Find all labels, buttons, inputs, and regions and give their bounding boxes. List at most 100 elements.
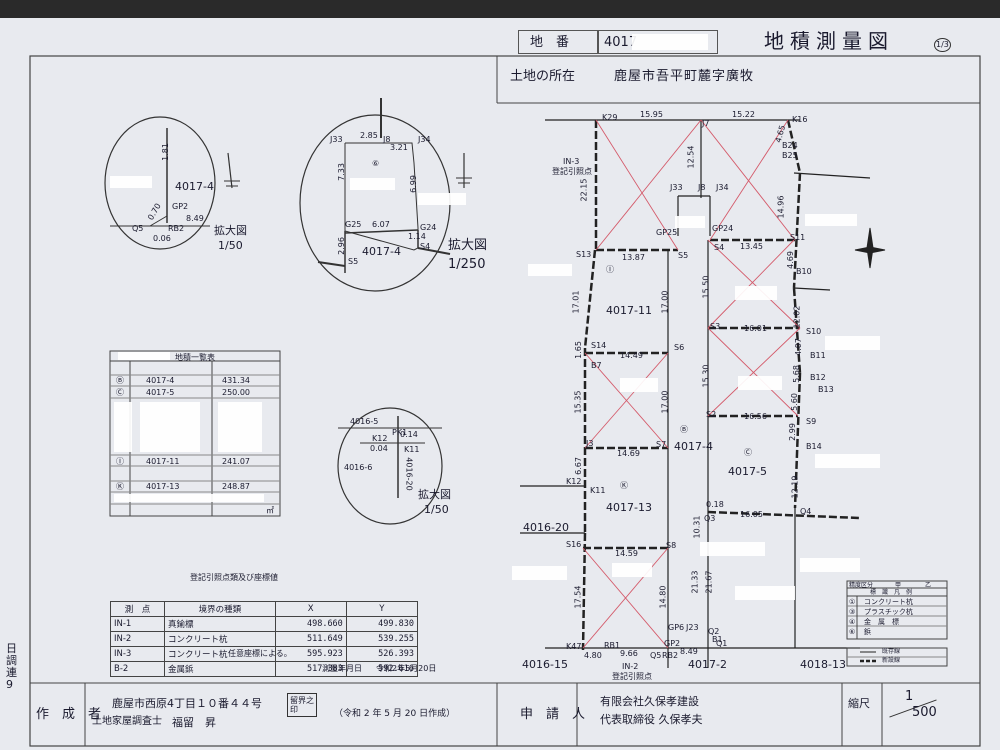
neighbor-lot: 4018-13 — [800, 658, 846, 671]
detail-c-lot: 4016-20 — [404, 457, 414, 491]
redaction — [700, 542, 765, 556]
detail-b-dim: 1.14 — [408, 232, 426, 241]
circle-mark: ⑥ — [372, 159, 380, 168]
author-label: 作 成 者 — [36, 707, 102, 722]
point-label: J8 — [698, 183, 706, 192]
dim-label: 17.00 — [660, 290, 670, 314]
detail-c-lot: 4016-5 — [350, 417, 379, 426]
legend-symbol: ⑥ — [849, 628, 856, 636]
detail-c-dim: 0.14 — [400, 430, 418, 439]
point-label: B24 — [782, 141, 798, 150]
legend-title: 標 識 凡 例 — [870, 589, 913, 596]
coord-type: 真鍮標 — [164, 616, 276, 632]
author-profession: 土地家屋調査士 — [92, 716, 162, 727]
area-lot: 4017-4 — [146, 376, 175, 385]
scale-numerator: 1 — [905, 689, 914, 704]
dim-label: 17.54 — [573, 585, 583, 609]
dim-label: 2.99 — [787, 423, 797, 441]
lot-label: 地 番 — [530, 35, 570, 50]
ref-point-label: 登記引照点 — [552, 167, 592, 176]
dim-label: 14.80 — [658, 585, 668, 609]
redaction — [118, 352, 170, 360]
dim-label: 12.54 — [686, 145, 696, 169]
legend-symbol: ③ — [849, 608, 856, 616]
redaction — [114, 402, 132, 452]
legend-label: 金 属 標 — [864, 618, 899, 626]
coord-point: B-2 — [109, 661, 166, 677]
point-label: S3 — [710, 322, 721, 331]
ref-point-label: 登記引照点 — [612, 672, 652, 681]
coord-header: 境界の種類 — [164, 601, 276, 617]
dim-label: 9.66 — [620, 649, 638, 658]
legend-symbol: ④ — [849, 618, 856, 626]
redaction — [512, 566, 567, 580]
table-row: IN-1 真鍮標 498.660 499.830 — [109, 616, 419, 632]
coord-point: IN-2 — [109, 631, 166, 647]
redaction — [110, 176, 152, 188]
lot-value-cell — [598, 30, 718, 54]
point-label: K11 — [404, 445, 420, 454]
point-label: K12 — [372, 434, 388, 443]
redaction — [218, 402, 262, 452]
lot-label: 4017-13 — [606, 501, 652, 514]
detail-a-dim: 8.49 — [186, 214, 204, 223]
coord-y: 539.255 — [345, 631, 419, 647]
legend-label: 鋲 — [864, 628, 871, 636]
table-row: IN-2 コンクリート杭 511.649 539.255 — [109, 631, 419, 647]
dim-label: 15.50 — [701, 275, 711, 299]
area-lot: 4017-5 — [146, 388, 175, 397]
redaction — [738, 376, 782, 390]
dim-label: 14.59 — [615, 549, 638, 558]
author-address: 鹿屋市西原4丁目１０番４４号 — [112, 697, 262, 710]
coord-x: 498.660 — [274, 616, 347, 632]
detail-a-scale: 1/50 — [218, 239, 243, 252]
lot-id: Ⓘ — [606, 265, 614, 274]
dim-label: 16.01 — [744, 324, 767, 333]
point-label: GP25 — [656, 228, 678, 237]
coord-y: 592.616 — [345, 661, 419, 677]
survey-drawing — [29, 55, 981, 747]
point-label: S8 — [666, 541, 677, 550]
point-label: B10 — [796, 267, 812, 276]
legend-header: 甲 — [895, 582, 902, 589]
redaction — [114, 494, 264, 502]
point-label: B12 — [810, 373, 826, 382]
dim-label: 15.22 — [732, 110, 755, 119]
dim-label: 15.35 — [573, 390, 583, 414]
ref-point: IN-2 — [622, 662, 639, 671]
scale-denominator: 500 — [912, 705, 937, 720]
detail-c-scale-label: 拡大図 — [418, 488, 451, 501]
legend-header: 精度区分 — [849, 582, 874, 589]
author-name: 福留 昇 — [172, 716, 216, 729]
point-label: S9 — [806, 417, 817, 426]
point-label: S5 — [348, 257, 359, 266]
coord-table-title: 登記引照点類及び座標値 — [190, 573, 278, 582]
coord-y: 499.830 — [345, 616, 419, 632]
point-label: Q2 — [708, 627, 720, 636]
dim-label: 12.19 — [790, 475, 800, 499]
coord-type: 金属鋲 — [164, 661, 276, 677]
lot-id: Ⓒ — [744, 448, 752, 457]
neighbor-lot: 4016-15 — [522, 658, 568, 671]
point-label: GP2 — [664, 639, 681, 648]
area-mark: Ⓘ — [116, 457, 124, 466]
area-unit: ㎡ — [266, 506, 274, 515]
detail-c-dim: 0.04 — [370, 444, 388, 453]
point-label: S16 — [566, 540, 582, 549]
dim-label: 17.01 — [571, 290, 581, 314]
point-label: S10 — [806, 327, 822, 336]
dim-label: 10.31 — [692, 515, 702, 539]
point-label: K11 — [590, 486, 606, 495]
point-label: B7 — [591, 361, 602, 370]
dim-label: 16.56 — [744, 412, 767, 421]
coord-point: IN-1 — [109, 616, 166, 632]
detail-b-scale: 1/250 — [448, 257, 486, 272]
point-label: G24 — [420, 223, 437, 232]
point-label: J33 — [670, 183, 683, 192]
dim-label: 4.07 — [793, 338, 803, 356]
lot-label: 4017-5 — [728, 465, 767, 478]
area-mark: Ⓚ — [116, 482, 124, 491]
detail-c-lot: 4016-6 — [344, 463, 373, 472]
point-label: J7 — [702, 119, 710, 128]
legend-header: 乙 — [925, 582, 932, 589]
